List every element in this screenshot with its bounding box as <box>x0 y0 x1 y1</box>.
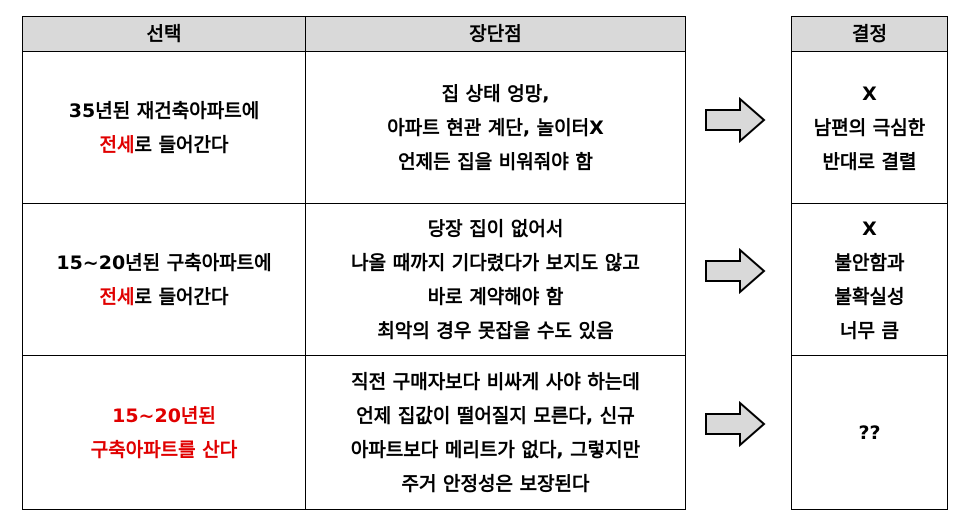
pros-cons-line: 당장 집이 없어서 <box>427 217 564 240</box>
header-pros-cons: 장단점 <box>305 16 686 52</box>
table-header-row: 선택 장단점 <box>22 16 686 52</box>
highlight-text: 전세 <box>99 285 135 308</box>
choice-text: 로 들어간다 <box>134 285 229 308</box>
pros-cons-line: 언제든 집을 비워줘야 함 <box>398 150 593 173</box>
pros-cons-line: 아파트 현관 계단, 놀이터X <box>387 116 604 139</box>
right-arrow-icon <box>705 97 766 143</box>
choice-text: 15~20년된 <box>112 404 216 427</box>
highlight-text: 전세 <box>99 133 135 156</box>
pros-cons-cell: 집 상태 엉망, 아파트 현관 계단, 놀이터X 언제든 집을 비워줘야 함 <box>305 51 686 204</box>
table-header-row: 결정 <box>791 16 948 52</box>
decision-line: ?? <box>858 421 881 444</box>
pros-cons-line: 바로 계약해야 함 <box>427 285 564 308</box>
decision-cell: X 남편의 극심한 반대로 결렬 <box>791 51 948 204</box>
decision-table: 결정 X 남편의 극심한 반대로 결렬 X 불안함과 불확실성 너무 큼 ?? <box>791 16 948 510</box>
header-decision: 결정 <box>791 16 948 52</box>
comparison-table: 선택 장단점 35년된 재건축아파트에 전세로 들어간다 집 상태 엉망, 아파… <box>22 16 686 510</box>
choice-text: 15~20년된 구축아파트에 <box>56 251 272 274</box>
header-choice: 선택 <box>22 16 306 52</box>
choice-text-line: 전세로 들어간다 <box>23 128 305 162</box>
choice-text: 35년된 재건축아파트에 <box>68 99 260 122</box>
table-row: X 불안함과 불확실성 너무 큼 <box>791 203 948 356</box>
choice-cell: 35년된 재건축아파트에 전세로 들어간다 <box>22 51 306 204</box>
right-arrow-icon <box>705 248 766 294</box>
table-row: ?? <box>791 355 948 510</box>
table-row: X 남편의 극심한 반대로 결렬 <box>791 51 948 204</box>
decision-line: X <box>862 217 877 240</box>
pros-cons-line: 나올 때까지 기다렸다가 보지도 않고 <box>351 251 640 274</box>
pros-cons-line: 언제 집값이 떨어질지 모른다, 신규 <box>356 404 635 427</box>
table-row: 15~20년된 구축아파트에 전세로 들어간다 당장 집이 없어서 나올 때까지… <box>22 203 686 356</box>
decision-cell: ?? <box>791 355 948 510</box>
choice-cell: 15~20년된 구축아파트를 산다 <box>22 355 306 510</box>
pros-cons-cell: 당장 집이 없어서 나올 때까지 기다렸다가 보지도 않고 바로 계약해야 함 … <box>305 203 686 356</box>
pros-cons-line: 집 상태 엉망, <box>441 82 550 105</box>
decision-line: 남편의 극심한 <box>813 116 926 139</box>
decision-line: X <box>862 82 877 105</box>
choice-text: 로 들어간다 <box>134 133 229 156</box>
table-row: 35년된 재건축아파트에 전세로 들어간다 집 상태 엉망, 아파트 현관 계단… <box>22 51 686 204</box>
pros-cons-line: 아파트보다 메리트가 없다, 그렇지만 <box>350 438 641 461</box>
choice-text-line: 전세로 들어간다 <box>23 280 305 314</box>
table-row: 15~20년된 구축아파트를 산다 직전 구매자보다 비싸게 사야 하는데 언제… <box>22 355 686 510</box>
right-arrow-icon <box>705 401 766 447</box>
pros-cons-line: 주거 안정성은 보장된다 <box>401 472 590 495</box>
choice-cell: 15~20년된 구축아파트에 전세로 들어간다 <box>22 203 306 356</box>
decision-cell: X 불안함과 불확실성 너무 큼 <box>791 203 948 356</box>
decision-line: 불안함과 <box>834 251 905 274</box>
decision-line: 반대로 결렬 <box>822 150 917 173</box>
pros-cons-line: 직전 구매자보다 비싸게 사야 하는데 <box>351 370 640 393</box>
decision-line: 불확실성 <box>834 285 905 308</box>
pros-cons-cell: 직전 구매자보다 비싸게 사야 하는데 언제 집값이 떨어질지 모른다, 신규 … <box>305 355 686 510</box>
choice-text: 구축아파트를 산다 <box>90 438 238 461</box>
decision-line: 너무 큼 <box>839 319 900 342</box>
pros-cons-line: 최악의 경우 못잡을 수도 있음 <box>377 319 614 342</box>
